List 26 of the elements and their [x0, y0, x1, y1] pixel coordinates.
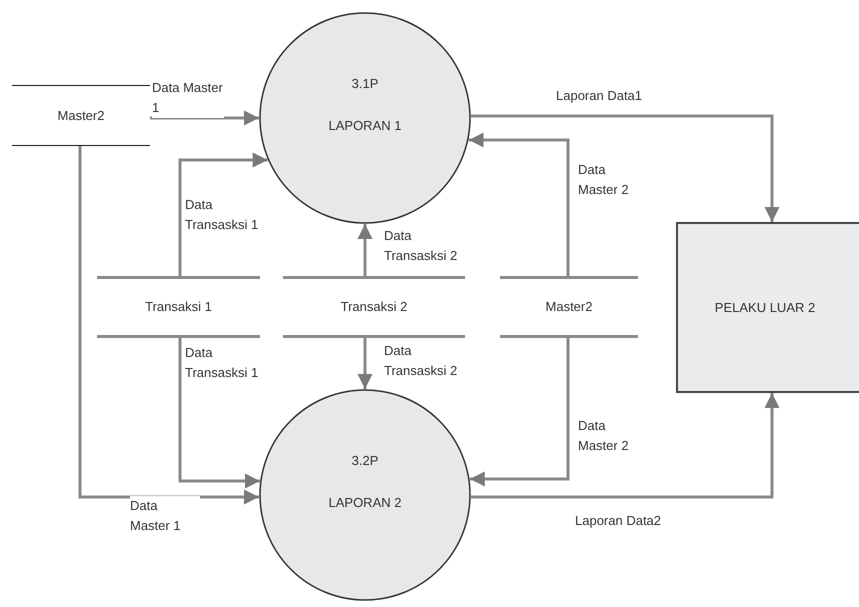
arrow: [471, 114, 780, 222]
external-entity-box: [676, 222, 859, 393]
store-label: Master2: [546, 298, 592, 316]
arrow: [471, 393, 780, 498]
arrow: [358, 338, 372, 389]
arrow: [358, 224, 372, 276]
store-label: Transaksi 2: [340, 298, 408, 316]
arrow: [78, 146, 259, 504]
data-store: [97, 276, 260, 338]
process-number: 3.1P: [350, 75, 380, 93]
process-number: 3.2P: [350, 452, 380, 470]
entity-label: PELAKU LUAR 2: [714, 298, 816, 317]
arrow: [178, 338, 260, 488]
process-label: LAPORAN 2: [328, 494, 402, 512]
arrow: [150, 110, 259, 126]
data-store: [283, 276, 465, 338]
data-store: [12, 85, 150, 146]
arrow: [178, 152, 268, 276]
data-store: [500, 276, 638, 338]
process-circle: [259, 12, 471, 224]
store-label: Master2: [58, 106, 104, 125]
arrow: [468, 132, 570, 276]
store-label: Transaksi 1: [145, 298, 212, 316]
arrow: [470, 338, 570, 486]
process-label: LAPORAN 1: [328, 117, 402, 135]
process-circle: [259, 389, 471, 601]
